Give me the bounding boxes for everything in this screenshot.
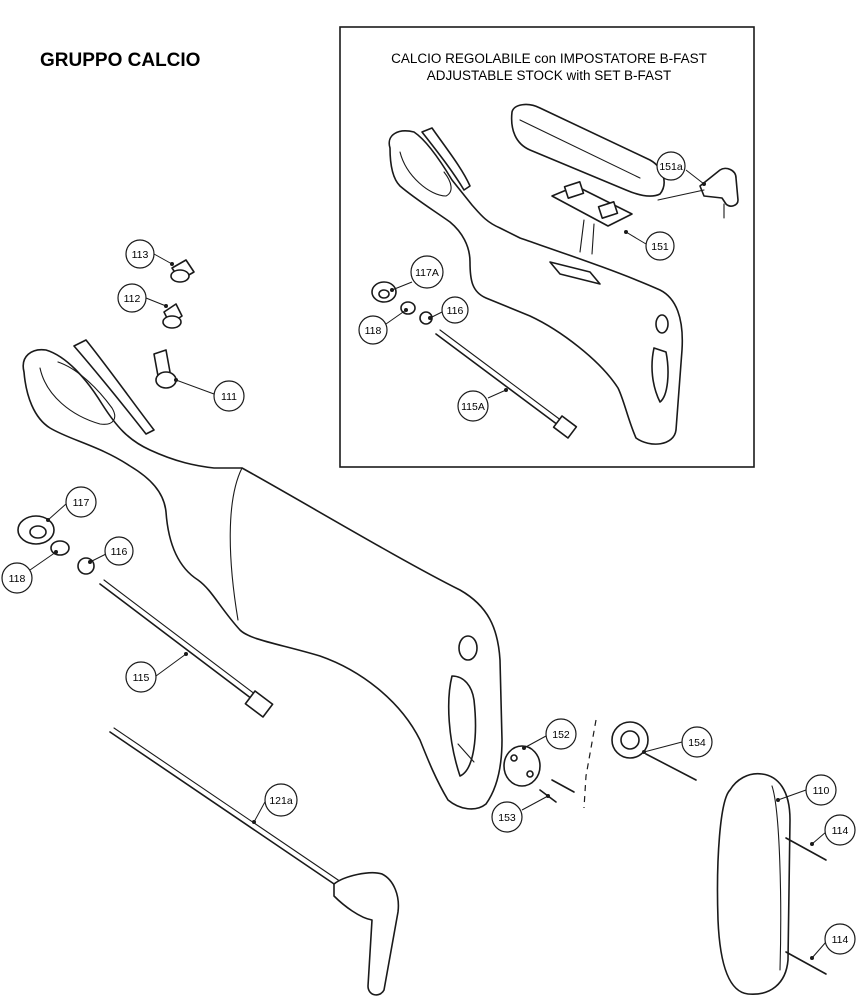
svg-text:113: 113 <box>132 249 149 261</box>
callout-111: 111 <box>174 378 245 412</box>
screw-153-a <box>551 779 575 793</box>
hex-key-handle <box>699 167 739 207</box>
callout-151: 151 <box>624 230 675 261</box>
inset-adjustable-stock <box>388 130 684 445</box>
callout-154: 154 <box>642 726 713 758</box>
adapter-152 <box>503 745 541 787</box>
wrench-121a-handle <box>333 871 400 996</box>
inset-top-strap <box>421 127 471 191</box>
butt-pad-110 <box>716 772 791 995</box>
callout-121a: 121a <box>252 783 298 824</box>
assembly-dashed-line <box>583 719 597 809</box>
lock-washer-116 <box>77 557 95 575</box>
hex-key-shaft <box>657 189 705 201</box>
callout-115a: 115A <box>457 388 508 422</box>
callout-110: 110 <box>776 774 837 806</box>
inset-cheek-recess <box>399 151 452 197</box>
svg-text:110: 110 <box>813 785 830 797</box>
adjustable-stock-inset: CALCIO REGOLABILE con IMPOSTATORE B-FAST… <box>339 26 755 468</box>
svg-text:116: 116 <box>447 305 464 317</box>
callout-113: 113 <box>125 239 174 269</box>
stock-bolt-115a-head <box>552 415 578 439</box>
callout-151a: 151a <box>656 151 706 186</box>
svg-text:112: 112 <box>124 293 141 305</box>
callout-118: 118 <box>1 550 58 594</box>
callout-115: 115 <box>125 652 188 693</box>
washer-117a-hole <box>378 289 390 299</box>
callout-114-upper: 114 <box>810 814 856 846</box>
callout-116-inset: 116 <box>428 296 469 324</box>
main-cheek-recess <box>39 361 116 425</box>
stock-bolt-115a <box>435 333 563 429</box>
butt-pad-screw-114-upper <box>785 837 827 861</box>
callout-152: 152 <box>522 718 577 750</box>
svg-text:111: 111 <box>221 391 237 403</box>
svg-text:153: 153 <box>498 812 516 824</box>
main-stock-assembly: 113 112 111 117 118 <box>1 239 856 996</box>
svg-text:151: 151 <box>651 241 669 253</box>
main-top-strap <box>73 339 155 435</box>
inset-butt-slot <box>651 347 669 403</box>
inset-frame <box>339 26 755 468</box>
main-butt-slot <box>447 675 477 777</box>
svg-text:152: 152 <box>552 729 570 741</box>
callout-117: 117 <box>46 486 97 522</box>
stock-bolt-115 <box>99 583 257 703</box>
page-title: GRUPPO CALCIO <box>40 50 200 71</box>
bfast-block-left <box>563 181 585 199</box>
wrench-121a-shaft <box>109 731 341 889</box>
svg-text:116: 116 <box>111 546 128 558</box>
svg-text:117: 117 <box>73 497 90 509</box>
svg-text:121a: 121a <box>269 795 293 807</box>
bfast-post-left <box>579 219 585 253</box>
svg-text:114: 114 <box>832 934 849 946</box>
butt-pad-screw-114-lower <box>785 951 827 975</box>
main-grip-line <box>229 467 243 621</box>
svg-text:115: 115 <box>133 672 150 684</box>
inset-cheek-piece <box>510 103 665 197</box>
svg-text:117A: 117A <box>415 267 439 279</box>
svg-text:114: 114 <box>832 825 849 837</box>
bfast-mechanism-plate <box>551 185 633 227</box>
callout-116: 116 <box>88 536 134 566</box>
callout-118-inset: 118 <box>358 308 408 345</box>
callout-112: 112 <box>117 283 168 313</box>
main-butt-hole-upper <box>458 635 478 661</box>
svg-text:115A: 115A <box>461 401 485 413</box>
main-stock <box>22 348 503 810</box>
callout-117a: 117A <box>390 255 444 292</box>
inset-butt-hole-upper <box>655 314 669 334</box>
bfast-post-right <box>591 223 595 255</box>
spacer-154-screw <box>645 753 697 781</box>
svg-text:154: 154 <box>688 737 706 749</box>
inset-title-english: ADJUSTABLE STOCK with SET B-FAST <box>427 68 672 83</box>
stock-bolt-115-head <box>244 690 274 718</box>
inset-comb-slot <box>549 261 601 285</box>
svg-text:118: 118 <box>365 325 382 337</box>
inset-cheek-edge <box>519 119 641 179</box>
washer-118 <box>50 540 70 556</box>
svg-text:151a: 151a <box>659 161 683 173</box>
callout-153: 153 <box>491 794 550 833</box>
callout-114-lower: 114 <box>810 923 856 960</box>
inset-title-italian: CALCIO REGOLABILE con IMPOSTATORE B-FAST <box>391 51 707 66</box>
bfast-block-right <box>597 201 619 219</box>
svg-text:118: 118 <box>9 573 26 585</box>
